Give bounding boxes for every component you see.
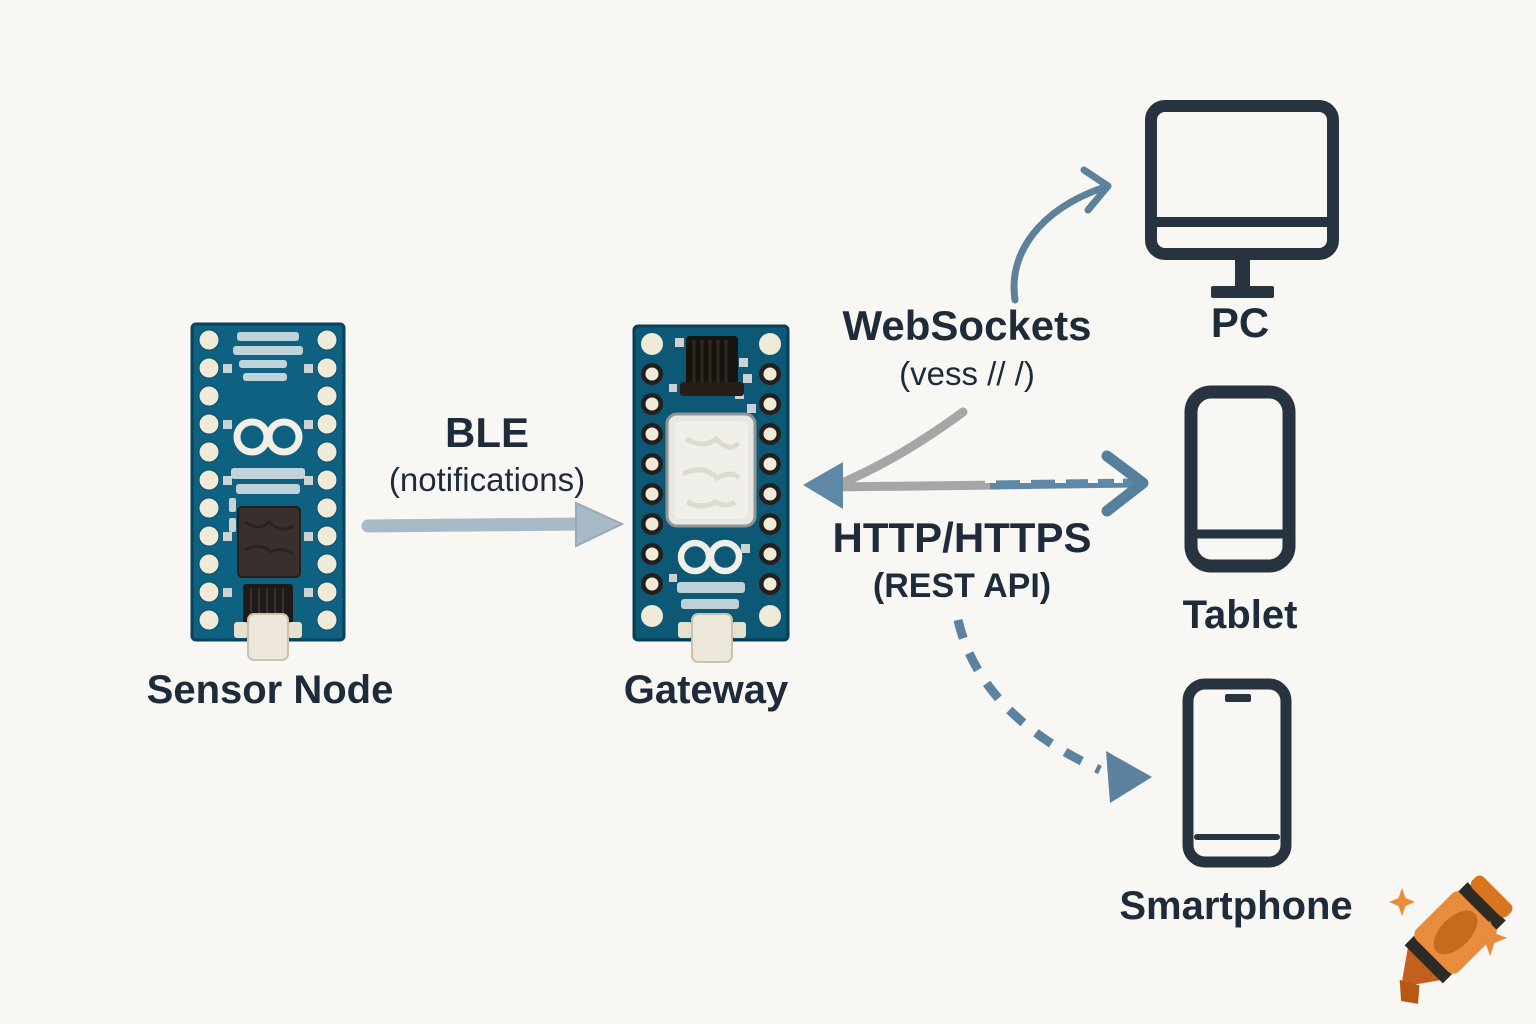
solder-pads [223,364,313,597]
sparkle-icon [1389,888,1415,916]
monitor-stand-base [1211,286,1274,298]
silkscreen-text [677,582,745,609]
phone-speaker [1225,694,1251,702]
monitor-screen [1145,100,1339,260]
websockets-arrow [1010,166,1112,304]
smartphone-icon [1182,678,1292,868]
bidirectional-arrow [803,407,1149,517]
tablet-icon [1184,385,1296,573]
pc-label: PC [1210,299,1270,346]
dash-notches [985,475,1123,483]
http-subtitle: (REST API) [872,567,1052,605]
websockets-subtitle: (vess // /) [899,355,1035,392]
crayon-logo [1389,875,1513,1004]
gateway-label: Gateway [623,668,789,712]
http-dashed-arrow [953,618,1152,803]
arrowhead [1106,751,1152,803]
websockets-title: WebSockets [842,302,1092,349]
right-arrowhead [1101,450,1149,517]
top-connector [680,336,744,396]
tablet-label: Tablet [1182,593,1298,637]
silkscreen-text [231,332,305,494]
monitor-stand-stem [1235,254,1250,290]
http-title: HTTP/HTTPS [832,514,1092,561]
ble-arrow [361,501,625,548]
left-arrowhead [803,462,843,509]
ble-title: BLE [445,409,529,456]
sensor-node-board [190,322,346,661]
crayon-icon [1399,875,1513,1004]
rf-module [665,412,757,528]
chip-large [237,506,301,578]
usb-connector [234,613,302,661]
infinity-logo [677,539,743,575]
merge-curve [830,407,968,491]
pc-icon [1145,100,1339,298]
pin-header-left [641,333,663,627]
pin-header-left [198,329,220,631]
pin-header-right [759,333,781,627]
gateway-board [632,324,790,663]
sparkle-icon [1473,920,1507,956]
infinity-logo [233,418,303,456]
sensor-node-label: Sensor Node [146,668,394,712]
smartphone-label: Smartphone [1119,884,1353,928]
ble-subtitle: (notifications) [388,461,586,498]
pin-header-right [316,329,338,631]
usb-connector [678,613,746,663]
